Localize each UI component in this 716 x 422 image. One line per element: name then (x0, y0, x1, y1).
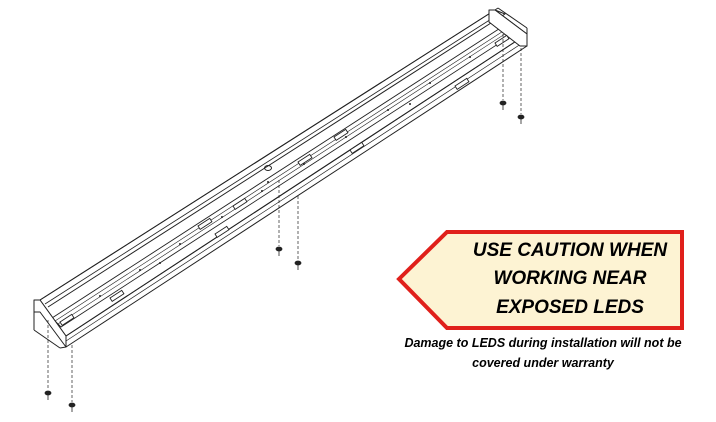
screw-icon (68, 402, 76, 412)
screw-icon (517, 114, 525, 124)
led-clip (333, 128, 349, 141)
screw-heads (44, 100, 525, 412)
screw-icon (275, 246, 283, 256)
led-clips (59, 34, 510, 326)
caution-line-1: USE CAUTION WHEN (472, 240, 668, 261)
mounting-screws (47, 34, 522, 402)
led-clip (297, 153, 313, 166)
led-clip (454, 77, 470, 90)
screw-icon (294, 260, 302, 270)
led-clip (349, 141, 365, 154)
caution-line-3: EXPOSED LEDS (496, 297, 644, 318)
warranty-note-line-2: covered under warranty (472, 356, 614, 370)
caution-line-2: WORKING NEAR (493, 268, 647, 289)
caution-arrow-shape (396, 230, 684, 330)
screw-icon (499, 100, 507, 110)
led-dots (99, 56, 471, 297)
fixture-back-edge (39, 9, 506, 308)
led-clip (232, 197, 248, 210)
led-clip (109, 289, 125, 302)
led-clip (197, 217, 213, 230)
led-clip (214, 225, 230, 238)
led-clip (59, 313, 75, 326)
mounting-hole (264, 165, 272, 171)
warranty-note-line-1: Damage to LEDS during installation will … (404, 336, 682, 350)
led-clip (494, 34, 510, 47)
screw-icon (44, 390, 52, 400)
